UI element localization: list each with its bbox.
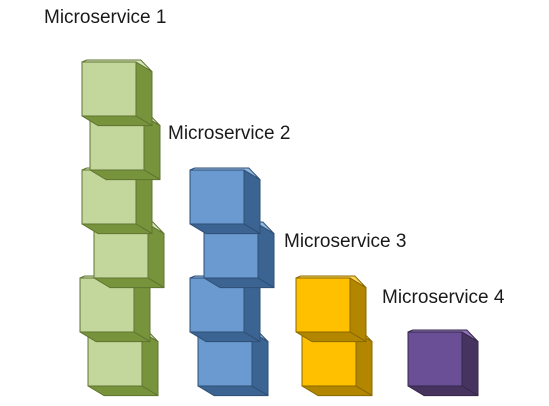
microservice-1-label: Microservice 1 [44, 7, 167, 28]
cube-front-face [295, 277, 351, 333]
cube-block [87, 329, 159, 397]
cube-block [295, 275, 367, 343]
microservice-4-label: Microservice 4 [382, 287, 505, 308]
cube-block [203, 221, 275, 289]
cube-block [81, 167, 153, 235]
cube-side-face [461, 331, 479, 397]
microservice-2-label: Microservice 2 [168, 123, 291, 144]
cube-block [407, 329, 479, 397]
cube-side-face [243, 169, 261, 235]
cube-block [81, 59, 153, 127]
cube-front-face [189, 169, 245, 225]
cube-block [189, 167, 261, 235]
cube-block [301, 329, 373, 397]
stack-microservice-3 [295, 275, 373, 397]
stack-microservice-1 [79, 59, 165, 397]
cube-side-face [135, 61, 153, 127]
cube-front-face [407, 331, 463, 387]
cube-front-face [81, 61, 137, 117]
microservice-3-label: Microservice 3 [284, 231, 407, 252]
stack-microservice-4 [407, 329, 479, 397]
stack-microservice-2 [189, 167, 275, 397]
cube-block [197, 329, 269, 397]
cube-block [189, 275, 261, 343]
cube-side-face [349, 277, 367, 343]
cube-block [89, 113, 161, 181]
